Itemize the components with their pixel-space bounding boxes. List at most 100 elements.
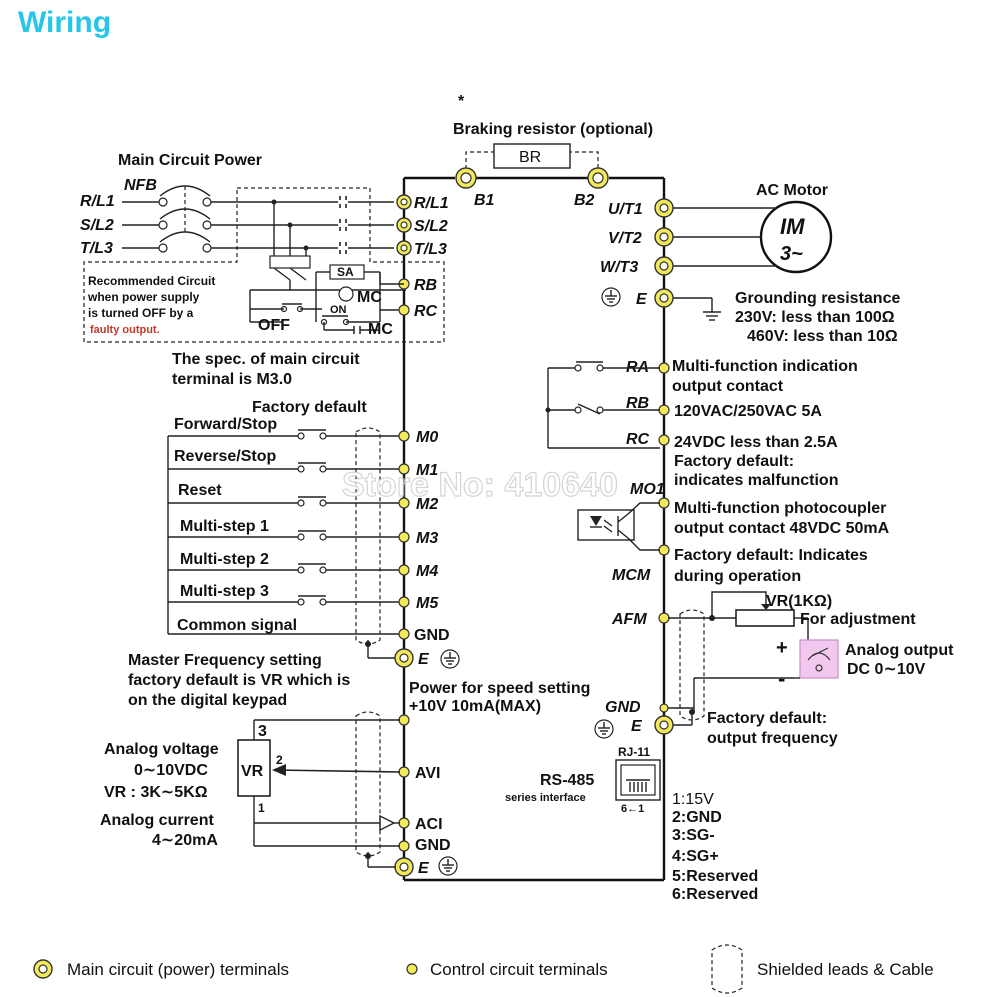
relay-desc-1: Multi-function indication <box>672 358 858 375</box>
vr-pin-1: 1 <box>258 801 265 815</box>
analog-voltage-label: Analog voltage <box>104 741 219 758</box>
shielded-cable-legend-icon <box>711 944 743 994</box>
analog-output-label: Analog output <box>845 642 954 659</box>
braking-resistor: * Braking resistor (optional) BR B1 B2 <box>453 93 653 209</box>
mcm-terminal <box>658 544 670 556</box>
relay-desc-3: 120VAC/250VAC 5A <box>674 403 822 420</box>
rc-label: RC <box>414 303 438 320</box>
master-freq-line-3: on the digital keypad <box>128 692 287 709</box>
control-terminal-legend-icon <box>406 963 418 975</box>
ground-icon <box>601 287 621 307</box>
br-resistor <box>493 143 571 169</box>
photo-desc-2: output contact 48VDC 50mA <box>674 520 890 537</box>
rs485-pin-4: 4:SG+ <box>672 848 719 865</box>
m5-terminal <box>398 596 410 608</box>
input-label-forward: Forward/Stop <box>174 416 277 433</box>
relay-desc-2: output contact <box>672 378 784 395</box>
motor-im-label: IM <box>780 214 805 239</box>
rs485-label: RS-485 <box>540 772 594 789</box>
analog-voltage-range: 0∼10VDC <box>134 762 208 779</box>
input-switch-m0 <box>168 429 400 440</box>
gnd-afm-terminal <box>659 703 669 713</box>
aci-label: ACI <box>415 816 443 833</box>
grounding-line-3: 460V: less than 10Ω <box>747 328 898 345</box>
m0-label: M0 <box>416 429 438 446</box>
input-label-step3: Multi-step 3 <box>180 583 269 600</box>
rc-terminal <box>398 304 410 316</box>
sa-label: SA <box>337 265 354 279</box>
b1-label: B1 <box>474 192 495 209</box>
afm-terminal <box>658 612 670 624</box>
rs485-pin-5: 5:Reserved <box>672 868 758 885</box>
analog-output: AFM GND E VR(1KΩ) For adjustment + - Ana… <box>594 591 954 747</box>
input-label-step1: Multi-step 1 <box>180 518 269 535</box>
store-watermark: Store No: 410640 <box>342 466 618 504</box>
input-switch-m2 <box>168 496 400 507</box>
aci-terminal <box>398 817 410 829</box>
ac-motor-label: AC Motor <box>756 182 828 199</box>
recommended-line-1: Recommended Circuit <box>88 274 215 288</box>
page-title: Wiring <box>18 6 111 39</box>
ground-icon <box>438 856 458 876</box>
plus-sign: + <box>776 637 788 659</box>
off-button-label: OFF <box>258 317 290 334</box>
analog-current-range: 4∼20mA <box>152 832 218 849</box>
mc-contact-label: MC <box>368 321 393 338</box>
e-analog-label: E <box>418 860 430 877</box>
vr-1k-resistor <box>735 609 795 627</box>
master-freq-line-2: factory default is VR which is <box>128 672 350 689</box>
gnd-terminal <box>398 628 410 640</box>
input-t-label: T/L3 <box>80 240 113 257</box>
mc-coil-label: MC <box>357 289 382 306</box>
input-switch-m4 <box>168 563 400 574</box>
nfb-label: NFB <box>124 177 157 194</box>
recommended-line-3: is turned OFF by a <box>88 306 194 320</box>
factory-default-label: Factory default <box>252 399 367 416</box>
m5-label: M5 <box>416 595 439 612</box>
analog-current-label: Analog current <box>100 812 214 829</box>
relay-desc-6: indicates malfunction <box>674 472 838 489</box>
input-label-reverse: Reverse/Stop <box>174 448 276 465</box>
motor-section: AC Motor IM 3~ U/T1 V/T2 W/T3 E Groundin… <box>600 182 900 345</box>
vr-pin-2: 2 <box>276 753 283 767</box>
e-label-inputs: E <box>418 651 430 668</box>
rs485-pin-3: 3:SG- <box>672 827 715 844</box>
recommended-line-2: when power supply <box>87 290 200 304</box>
recommended-line-4: faulty output. <box>90 324 160 336</box>
m3-label: M3 <box>416 530 438 547</box>
rb-relay-label: RB <box>626 395 649 412</box>
grounding-line-2: 230V: less than 100Ω <box>735 309 895 326</box>
m0-terminal <box>398 430 410 442</box>
vr-1k-label: VR(1KΩ) <box>766 593 832 610</box>
braking-resistor-label: Braking resistor (optional) <box>453 121 653 138</box>
motor-phase-label: 3~ <box>780 243 803 265</box>
spec-line-2: terminal is M3.0 <box>172 371 292 388</box>
rc-relay-label: RC <box>626 431 650 448</box>
legend-control-terminals: Control circuit terminals <box>430 960 608 979</box>
grounding-line-1: Grounding resistance <box>735 290 900 307</box>
input-switch-m5 <box>168 595 400 606</box>
analog-meter-icon <box>799 639 839 679</box>
rb-relay-terminal <box>658 404 670 416</box>
ground-icon <box>440 649 460 669</box>
asterisk: * <box>458 93 465 110</box>
rj11-label: RJ-11 <box>618 745 650 759</box>
analog-output-range: DC 0∼10V <box>847 661 926 678</box>
legend: Main circuit (power) terminals Control c… <box>33 944 934 994</box>
on-button-label: ON <box>330 304 347 316</box>
relay-desc-4: 24VDC less than 2.5A <box>674 434 838 451</box>
input-switch-m3 <box>168 530 400 541</box>
rs485-pin-6: 6:Reserved <box>672 886 758 903</box>
mo1-label: MO1 <box>630 481 665 498</box>
rs485-pin-1: 1:15V <box>672 791 714 808</box>
w-t3-label: W/T3 <box>600 259 638 276</box>
photo-desc-4: during operation <box>674 568 801 585</box>
br-label: BR <box>519 149 541 166</box>
r-l1-terminal-label: R/L1 <box>414 195 449 212</box>
m2-label: M2 <box>416 496 438 513</box>
afm-default-line-2: output frequency <box>707 730 838 747</box>
mo1-terminal <box>658 497 670 509</box>
spec-line-1: The spec. of main circuit <box>172 351 360 368</box>
rb-label: RB <box>414 277 437 294</box>
